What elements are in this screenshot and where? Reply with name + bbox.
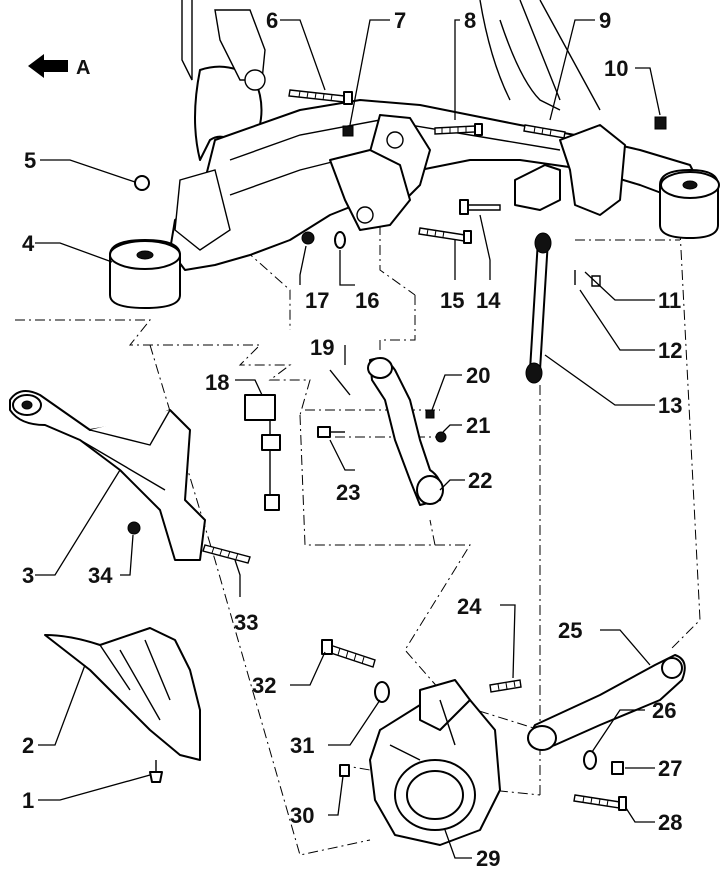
callout-31: 31 (290, 733, 314, 758)
bolt-23 (317, 426, 345, 438)
bolt-15 (418, 227, 472, 244)
bolt-8 (434, 123, 483, 136)
callout-19: 19 (310, 335, 334, 360)
callout-10: 10 (604, 56, 628, 81)
wheel-bearing-housing-29 (369, 679, 501, 846)
stone-guard-2 (44, 627, 201, 761)
callout-24: 24 (457, 594, 482, 619)
nut-20 (425, 409, 435, 419)
clip-1 (149, 760, 163, 783)
nut-21 (435, 431, 447, 443)
direction-label: A (76, 57, 90, 79)
control-arm-3 (9, 390, 206, 561)
part-11-12 (574, 270, 601, 287)
washer-31 (374, 681, 390, 703)
bolt-24 (489, 679, 522, 693)
nut-34 (127, 521, 141, 535)
callout-1: 1 (22, 788, 34, 813)
nut-27 (611, 761, 624, 775)
subframe-bushing-left (109, 239, 181, 309)
bracket-14 (459, 164, 561, 215)
bolt-9 (523, 124, 566, 139)
callout-29: 29 (476, 846, 500, 871)
callout-25: 25 (558, 618, 582, 643)
callout-23: 23 (336, 480, 360, 505)
subframe-bushing-right (659, 169, 720, 239)
callout-32: 32 (252, 673, 276, 698)
callout-26: 26 (652, 698, 676, 723)
callout-16: 16 (355, 288, 379, 313)
nut-10 (654, 116, 667, 130)
toe-link-13 (525, 232, 552, 384)
callout-17: 17 (305, 288, 329, 313)
nut-30 (339, 764, 350, 777)
callout-28: 28 (658, 810, 682, 835)
bolt-32 (321, 639, 376, 668)
callout-6: 6 (266, 8, 278, 33)
washer-16 (334, 231, 346, 249)
coupling-rod-18 (244, 394, 281, 511)
callout-20: 20 (466, 363, 490, 388)
bolt-6 (288, 89, 353, 105)
nut-7 (342, 125, 354, 137)
callout-21: 21 (466, 413, 490, 438)
leader-lines (35, 19, 661, 859)
callout-34: 34 (88, 563, 113, 588)
bolt-33 (202, 544, 251, 564)
callout-11: 11 (658, 288, 681, 313)
callout-12: 12 (658, 338, 682, 363)
callout-33: 33 (234, 610, 258, 635)
washer-26 (583, 750, 597, 770)
callout-22: 22 (468, 468, 492, 493)
callout-30: 30 (290, 803, 314, 828)
callout-5: 5 (24, 148, 36, 173)
callout-3: 3 (22, 563, 34, 588)
callout-8: 8 (464, 8, 476, 33)
direction-arrow (28, 54, 68, 78)
callout-2: 2 (22, 733, 34, 758)
lower-arm-25 (527, 654, 686, 751)
rear-subframe (169, 0, 701, 271)
callout-15: 15 (440, 288, 464, 313)
nut-5 (134, 175, 150, 191)
bolt-28 (573, 794, 627, 811)
callout-27: 27 (658, 756, 682, 781)
callout-4: 4 (22, 231, 35, 256)
callout-13: 13 (658, 393, 682, 418)
nut-17 (301, 231, 315, 245)
callout-7: 7 (394, 8, 406, 33)
upper-link-22 (367, 357, 444, 506)
callout-9: 9 (599, 8, 611, 33)
callouts: 1 2 3 4 5 6 7 8 9 10 11 12 13 14 15 16 1… (22, 8, 682, 871)
callout-14: 14 (476, 288, 501, 313)
bolt-19 (329, 369, 351, 396)
callout-18: 18 (205, 370, 229, 395)
